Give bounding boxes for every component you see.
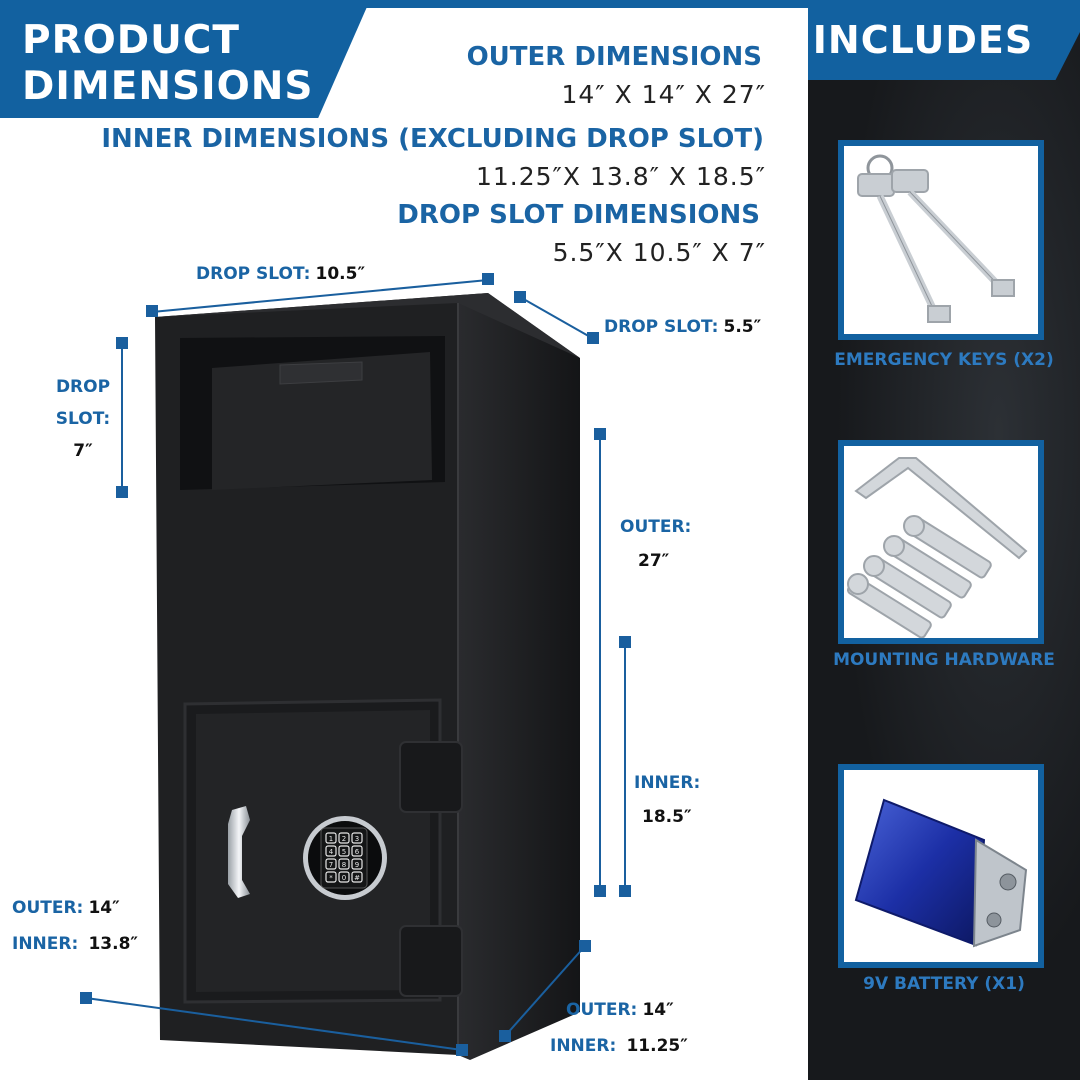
drop-slot-dimensions-value: 5.5″X 10.5″ X 7″ [552, 238, 766, 267]
outer-height-value: 27″ [638, 551, 670, 571]
drop-slot [180, 336, 445, 490]
outer-height-label: OUTER: 27″ [620, 510, 691, 578]
page-title: PRODUCT DIMENSIONS [22, 18, 313, 110]
keypad-key [325, 832, 337, 844]
title-banner [0, 0, 370, 118]
door-handle [228, 806, 250, 898]
dimension-lines [80, 273, 631, 1056]
side-inner-depth-value: 11.25″ [626, 1036, 688, 1056]
keypad-key-label: 3 [355, 835, 359, 843]
drop-slot-width-value: 10.5″ [315, 264, 366, 284]
top-accent-strip [360, 0, 810, 8]
inner-height-label: INNER: 18.5″ [634, 766, 700, 834]
keypad-key [338, 871, 350, 883]
inner-dimensions-value: 11.25″X 13.8″ X 18.5″ [475, 162, 766, 191]
keypad-key [325, 858, 337, 870]
keypad-key [338, 832, 350, 844]
keypad-key-label: 0 [342, 874, 346, 882]
drop-slot-width-label: DROP SLOT: 10.5″ [196, 264, 366, 284]
keypad-key-label: 8 [342, 861, 346, 869]
drop-slot-depth-label: DROP SLOT: 5.5″ [604, 317, 762, 337]
keys-icon [857, 154, 1015, 323]
page-title-line1: PRODUCT [22, 18, 241, 63]
keypad-key [338, 845, 350, 857]
outer-dimensions-title: OUTER DIMENSIONS [466, 42, 762, 72]
keypad-key-label: 9 [355, 861, 359, 869]
includes-item-hardware: MOUNTING HARDWARE [833, 650, 1055, 670]
keypad-key-label: 6 [355, 848, 360, 856]
keypad-key [351, 858, 363, 870]
keypad-key-label: * [329, 874, 333, 882]
keys-image-box [838, 140, 1044, 340]
page-title-line2: DIMENSIONS [22, 64, 314, 109]
outer-dimensions-value: 14″ X 14″ X 27″ [561, 80, 766, 109]
drop-slot-depth-value: 5.5″ [723, 317, 762, 337]
front-width-label: OUTER: 14″ INNER: 13.8″ [12, 898, 139, 954]
includes-item-keys: EMERGENCY KEYS (X2) [834, 350, 1054, 370]
keypad-key-label: 5 [342, 848, 346, 856]
keypad-key [351, 832, 363, 844]
anchor-bolts-icon [846, 457, 1028, 639]
door-hinge [399, 741, 463, 813]
includes-banner [808, 0, 1080, 80]
keypad-key [325, 845, 337, 857]
battery-image-box [838, 764, 1044, 968]
includes-item-battery: 9V BATTERY (X1) [863, 974, 1025, 994]
drop-slot-dimensions-title: DROP SLOT DIMENSIONS [397, 200, 760, 230]
keypad-key [351, 845, 363, 857]
keypad-key-label: 7 [329, 861, 333, 869]
inner-height-value: 18.5″ [642, 807, 692, 827]
keypad-key [325, 871, 337, 883]
includes-title: INCLUDES [812, 18, 1034, 62]
keypad-key-label: # [354, 874, 360, 882]
keypad-key-label: 4 [329, 848, 334, 856]
side-depth-label: OUTER: 14″ INNER: 11.25″ [550, 1000, 688, 1056]
side-outer-depth-value: 14″ [642, 1000, 674, 1020]
keypad-key [338, 858, 350, 870]
inner-dimensions-title: INNER DIMENSIONS (EXCLUDING DROP SLOT) [101, 124, 764, 154]
keypad-key-label: 2 [342, 835, 346, 843]
door-hinge [399, 925, 463, 997]
battery-icon [854, 798, 1028, 948]
drop-slot-height-label: DROP SLOT: 7″ [52, 371, 114, 467]
keypad-key-label: 1 [329, 835, 333, 843]
front-inner-width-value: 13.8″ [88, 934, 139, 954]
hardware-image-box [838, 440, 1044, 644]
front-outer-width-value: 14″ [88, 898, 120, 918]
drop-slot-height-value: 7″ [73, 441, 93, 461]
keypad-key [351, 871, 363, 883]
